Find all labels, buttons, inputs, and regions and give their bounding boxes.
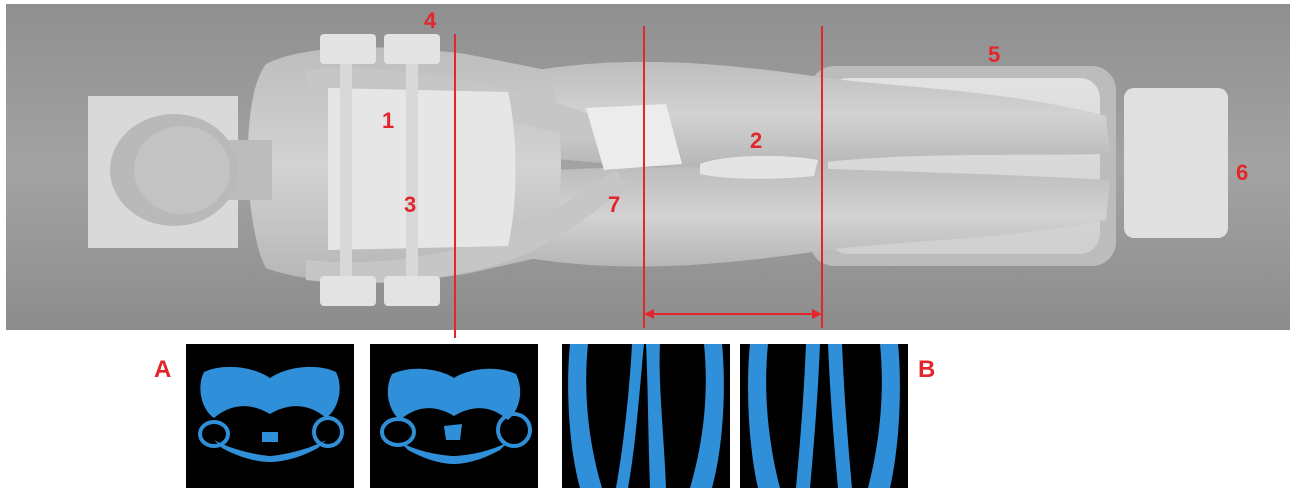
coronal-mask-1 xyxy=(562,344,730,488)
coronal-mask-2 xyxy=(740,344,908,488)
panel-label-a: A xyxy=(154,358,171,382)
axial-mask-1 xyxy=(186,344,354,488)
label-3: 3 xyxy=(404,194,416,216)
label-2: 2 xyxy=(750,130,762,152)
label-4: 4 xyxy=(424,10,436,32)
range-arrowhead-left xyxy=(644,309,654,319)
panel-label-b: B xyxy=(918,358,935,382)
label-6: 6 xyxy=(1236,162,1248,184)
axial-mask-2 xyxy=(370,344,538,488)
label-1: 1 xyxy=(382,110,394,132)
label-5: 5 xyxy=(988,44,1000,66)
range-arrowhead-right xyxy=(812,309,822,319)
label-7: 7 xyxy=(608,194,620,216)
